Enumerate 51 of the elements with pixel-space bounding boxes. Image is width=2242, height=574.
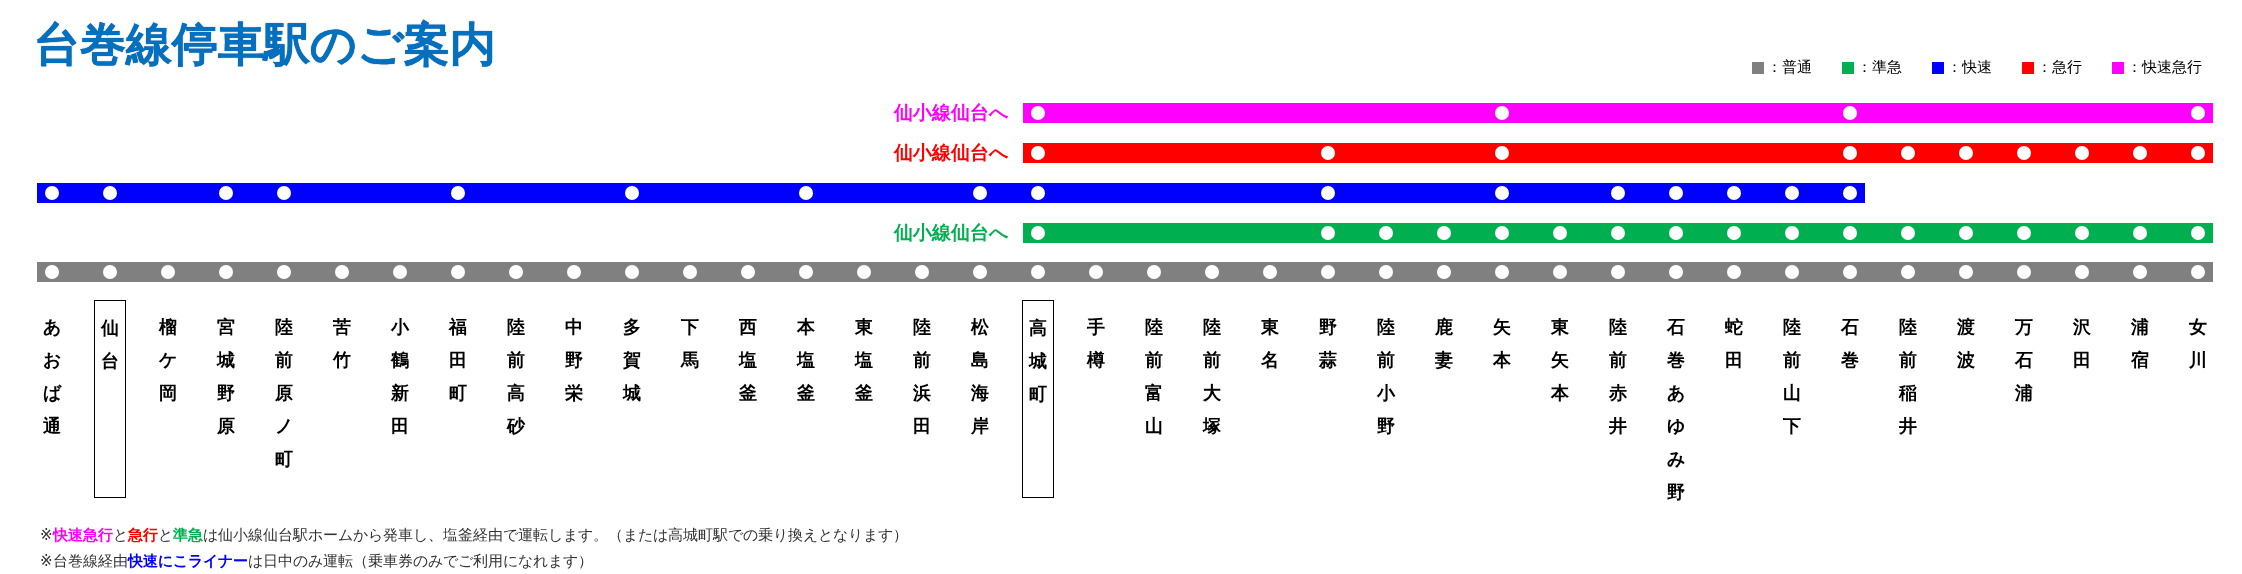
legend-text: ：快速 (1947, 58, 1992, 77)
station-name: 陸前原ノ町 (275, 310, 293, 475)
note: ※快速急行と急行と準急は仙小線仙台駅ホームから発車し、塩釜経由で運転します。（または高城町駅での乗り換えとなります） (40, 526, 908, 545)
station-name: 手樽 (1087, 310, 1105, 376)
legend-text: ：快速急行 (2127, 58, 2202, 77)
station-name: 浦宿 (2131, 310, 2149, 376)
station-name: 本塩釜 (797, 310, 815, 409)
direction-label: 仙小線仙台へ (894, 220, 1008, 245)
station-name: 陸前浜田 (913, 310, 931, 442)
station-name: 野蒜 (1319, 310, 1337, 376)
legend-text: ：準急 (1857, 58, 1902, 77)
station-name: 蛇田 (1725, 310, 1743, 376)
station-name: 宮城野原 (217, 310, 235, 442)
station-box (94, 300, 126, 498)
station-name: 石巻あゆみ野 (1667, 310, 1685, 508)
station-name: 女川 (2189, 310, 2207, 376)
station-name: 榴ケ岡 (159, 310, 177, 409)
station-name: 高城町 (1029, 316, 1047, 406)
station-name: 小鶴新田 (391, 310, 409, 442)
station-name: 中野栄 (565, 310, 583, 409)
station-name: 鹿妻 (1435, 310, 1453, 376)
station-name: 石巻 (1841, 310, 1859, 376)
station-name: 陸前小野 (1377, 310, 1395, 442)
direction-label: 仙小線仙台へ (894, 100, 1008, 125)
station-box (1022, 300, 1054, 498)
title: 台巻線停車駅のご案内 (34, 16, 496, 73)
station-name: 松島海岸 (971, 310, 989, 442)
station-name: 陸前高砂 (507, 310, 525, 442)
station-name: 陸前大塚 (1203, 310, 1221, 442)
station-name: あおば通 (43, 310, 61, 442)
station-name: 仙台 (101, 316, 119, 373)
station-name: 多賀城 (623, 310, 641, 409)
station-name: 西塩釜 (739, 310, 757, 409)
station-name: 陸前赤井 (1609, 310, 1627, 442)
station-name: 東塩釜 (855, 310, 873, 409)
station-name: 福田町 (449, 310, 467, 409)
station-name: 陸前富山 (1145, 310, 1163, 442)
station-name: 苦竹 (333, 310, 351, 376)
station-name: 渡波 (1957, 310, 1975, 376)
station-name: 陸前稲井 (1899, 310, 1917, 442)
station-name: 陸前山下 (1783, 310, 1801, 442)
station-name: 東矢本 (1551, 310, 1569, 409)
station-name: 矢本 (1493, 310, 1511, 376)
legend-text: ：普通 (1767, 58, 1812, 77)
station-name: 万石浦 (2015, 310, 2033, 409)
station-name: 下馬 (681, 310, 699, 376)
legend-text: ：急行 (2037, 58, 2082, 77)
direction-label: 仙小線仙台へ (894, 140, 1008, 165)
station-name: 沢田 (2073, 310, 2091, 376)
station-name: 東名 (1261, 310, 1279, 376)
note: ※台巻線経由快速にこライナーは日中のみ運転（乗車券のみでご利用になれます） (40, 552, 593, 571)
